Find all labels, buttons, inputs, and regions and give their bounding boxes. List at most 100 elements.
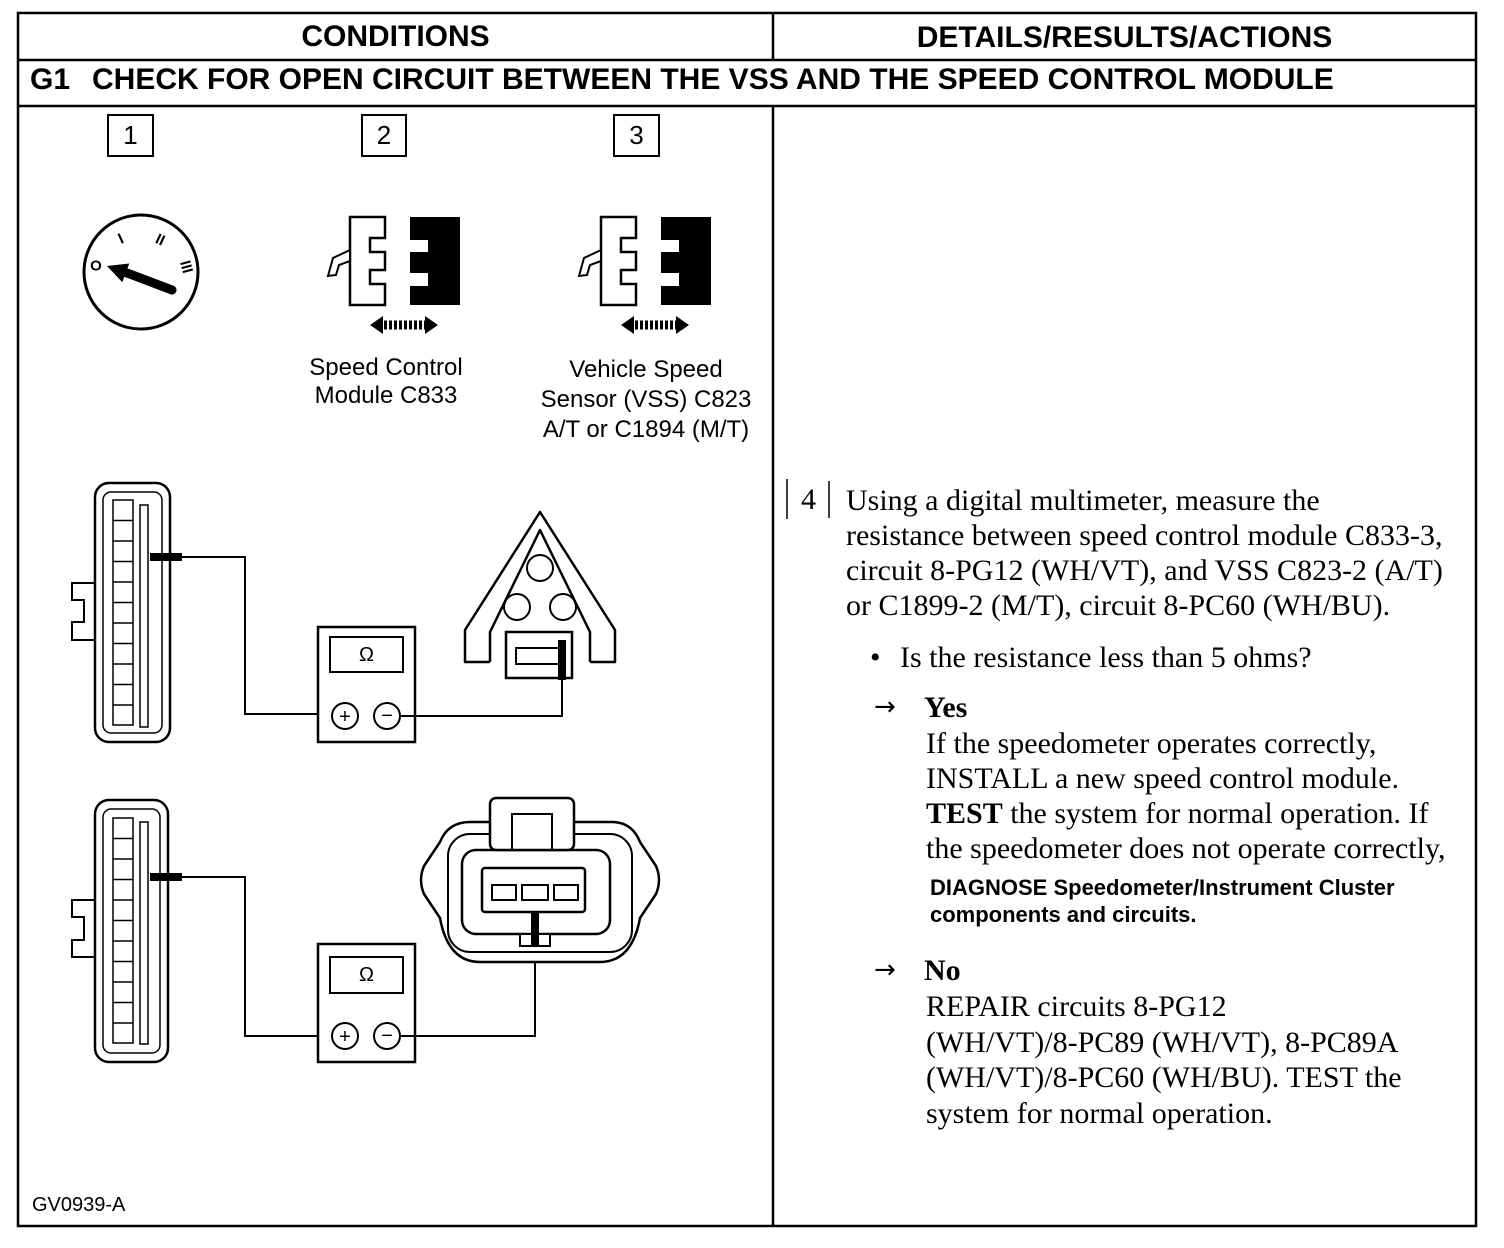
- test-step-title: CHECK FOR OPEN CIRCUIT BETWEEN THE VSS A…: [92, 63, 1334, 96]
- step-number-3: 3: [629, 120, 644, 150]
- table-border: [16, 11, 1478, 1228]
- vss-connector-oval-icon: [419, 796, 661, 964]
- connector-lock-tab: [326, 248, 351, 278]
- module-connector-lock-tabs: [71, 582, 95, 641]
- vss-terminal-3: [549, 593, 577, 621]
- step-3-box: [613, 114, 660, 157]
- caption-line: A/T or C1894 (M/T): [542, 416, 750, 443]
- module-connector-cavity-dividers: [113, 837, 133, 1024]
- vss-connector-outer: [463, 510, 617, 664]
- positive-terminal-label: +: [339, 1026, 351, 1048]
- arrow-right-icon: →: [874, 955, 896, 985]
- test-lead-positive: [182, 876, 332, 1037]
- vss-connector-inner: [488, 528, 592, 662]
- ignition-position-1: I: [116, 230, 127, 247]
- module-connector-icon: [71, 481, 172, 744]
- module-connector-slot: [139, 821, 149, 1045]
- test-probe: [531, 912, 539, 946]
- ignition-position-3: III: [176, 259, 196, 275]
- step-number-4: 4: [801, 483, 816, 516]
- ignition-key-shaft: [122, 268, 177, 295]
- bullet-icon: •: [870, 641, 881, 674]
- vss-terminal-2: [503, 593, 531, 621]
- instruction-text: Using a digital multimeter, measure the …: [846, 483, 1443, 623]
- yes-action-text: If the speedometer operates correctly, I…: [926, 726, 1446, 866]
- connector-lock-tab: [577, 248, 602, 278]
- caption-line: Sensor (VSS) C823: [540, 386, 752, 413]
- yes-label: Yes: [924, 691, 968, 724]
- multimeter-display: [329, 956, 404, 994]
- module-connector-slot: [139, 504, 149, 728]
- test-probe: [150, 553, 182, 561]
- test-lead-negative: [400, 945, 536, 1037]
- test-lead-positive: [182, 556, 332, 715]
- diagnose-line: DIAGNOSE Speedometer/Instrument Cluster: [930, 875, 1395, 900]
- connector-half-black: [410, 217, 460, 305]
- module-connector-cavities: [112, 499, 134, 726]
- ignition-key-arrowhead: [107, 263, 130, 283]
- diagnose-line: components and circuits.: [930, 902, 1197, 927]
- caption-line: Speed Control: [309, 354, 463, 381]
- vss-connector-latch-window: [511, 813, 553, 851]
- yes-line-rest: the system for normal operation. If: [1010, 797, 1429, 830]
- vss-terminal-3: [553, 884, 579, 901]
- vss-connector-triangle-icon: [463, 510, 617, 680]
- instruction-line: or C1899-2 (M/T), circuit 8-PC60 (WH/BU)…: [846, 589, 1391, 622]
- connector-half-white: [348, 215, 387, 307]
- no-line: REPAIR circuits 8-PG12: [926, 990, 1227, 1023]
- figure-id: GV0939-A: [32, 1194, 126, 1216]
- ignition-position-off: O: [90, 258, 102, 275]
- no-action-text: REPAIR circuits 8-PG12 (WH/VT)/8-PC89 (W…: [926, 989, 1402, 1131]
- instruction-line: Using a digital multimeter, measure the: [846, 484, 1320, 517]
- test-probe: [150, 873, 182, 881]
- ohm-symbol: Ω: [359, 644, 374, 666]
- step-boxes: [107, 114, 660, 157]
- step-number-1: 1: [123, 120, 138, 150]
- connector-disconnect-icon: [326, 215, 460, 334]
- vss-terminal-2: [521, 884, 549, 901]
- instruction-line: circuit 8-PG12 (WH/VT), and VSS C823-2 (…: [846, 554, 1443, 587]
- vss-terminal-1: [526, 554, 554, 582]
- vss-connector-outer: [419, 820, 661, 964]
- vss-terminal-1: [491, 884, 517, 901]
- disconnect-arrow-left: [370, 316, 383, 334]
- question-text: Is the resistance less than 5 ohms?: [900, 641, 1312, 674]
- yes-line: TEST the system for normal operation. If: [926, 796, 1446, 831]
- ignition-switch-body: [82, 213, 200, 331]
- module-connector-icon: [71, 798, 170, 1064]
- multimeter-icon: Ω + −: [316, 942, 417, 1064]
- positive-terminal: [331, 1022, 359, 1050]
- yes-line: INSTALL a new speed control module.: [926, 762, 1400, 795]
- disconnect-arrow-left: [621, 316, 634, 334]
- column-header-details: DETAILS/RESULTS/ACTIONS: [916, 21, 1333, 54]
- arrow-right-icon: →: [874, 692, 896, 722]
- disconnect-arrow-right: [676, 316, 689, 334]
- test-probe: [558, 640, 566, 680]
- diagnose-reference: DIAGNOSE Speedometer/Instrument Cluster …: [930, 874, 1395, 928]
- caption-line: Vehicle Speed: [569, 356, 723, 383]
- multimeter-icon: Ω + −: [316, 625, 417, 744]
- column-header-conditions: CONDITIONS: [301, 20, 490, 53]
- positive-terminal: [331, 702, 359, 730]
- connector-disconnect-icon: [577, 215, 711, 334]
- module-connector-inner: [102, 491, 163, 734]
- module-connector-cavities: [112, 817, 134, 1044]
- test-lead-negative: [400, 680, 563, 717]
- step-4-box: [786, 479, 830, 519]
- test-step-id: G1: [30, 63, 71, 96]
- no-line: (WH/VT)/8-PC60 (WH/BU). TEST the: [926, 1061, 1402, 1094]
- disconnect-arrow-right: [425, 316, 438, 334]
- multimeter-display: [329, 636, 404, 673]
- module-connector-inner: [102, 808, 161, 1054]
- no-line: (WH/VT)/8-PC89 (WH/VT), 8-PC89A: [926, 1025, 1399, 1059]
- vss-connector-latch: [488, 796, 576, 852]
- positive-terminal-label: +: [339, 706, 351, 728]
- negative-terminal-label: −: [381, 705, 393, 727]
- yes-line-emphasis: TEST: [926, 797, 1003, 830]
- caption-line: Module C833: [314, 382, 458, 409]
- step-1-box: [107, 114, 154, 157]
- negative-terminal-label: −: [381, 1025, 393, 1047]
- module-connector-cavity-dividers: [113, 519, 133, 706]
- table-grid: [16, 11, 1478, 1228]
